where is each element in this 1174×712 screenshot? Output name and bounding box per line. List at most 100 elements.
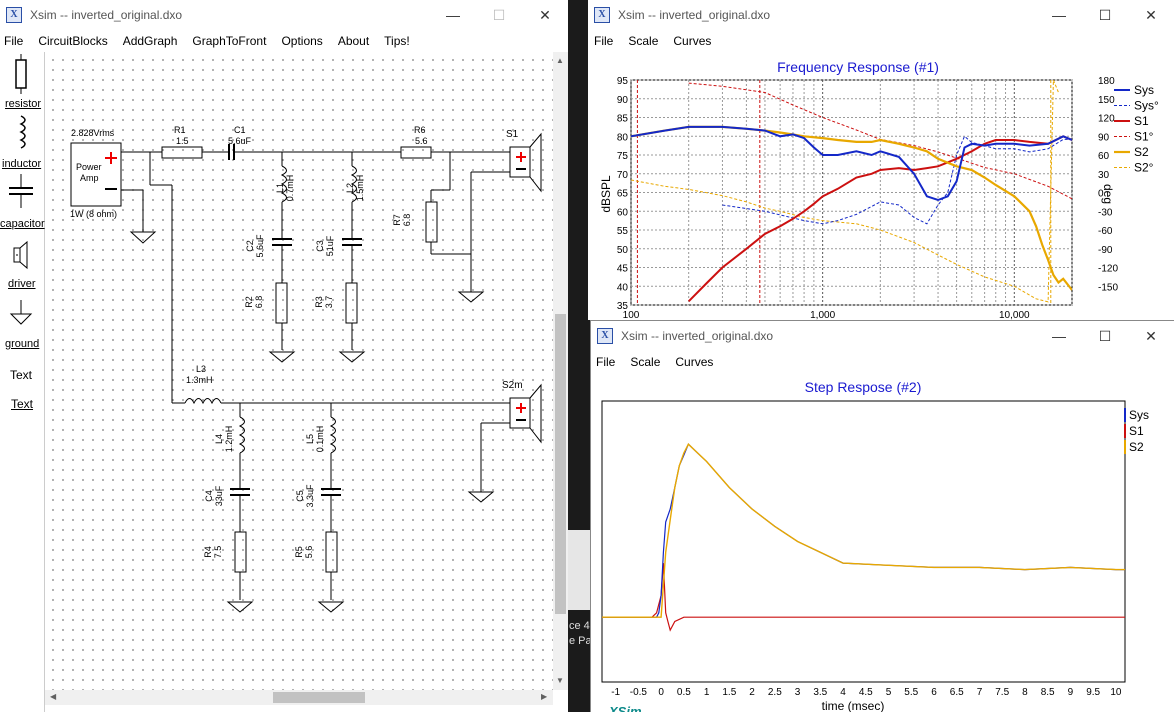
c2-value: 5.6uF bbox=[255, 234, 265, 258]
ground-2 bbox=[268, 351, 296, 363]
schematic-canvas[interactable]: 2.828Vrms Power Amp 1W (8 ohm) R1 1.5 C1… bbox=[45, 52, 553, 690]
step-x-tick: -1 bbox=[611, 687, 620, 698]
freq-window-title: Xsim -- inverted_original.dxo bbox=[618, 8, 771, 22]
menu-about[interactable]: About bbox=[337, 34, 370, 48]
freq-y-right-tick: 60 bbox=[1098, 151, 1110, 162]
vertical-scrollbar[interactable]: ▲ ▼ bbox=[553, 52, 568, 690]
scroll-right-arrow[interactable]: ▶ bbox=[541, 692, 548, 701]
ground-icon[interactable] bbox=[9, 300, 33, 325]
l4-value: 1.2mH bbox=[224, 425, 234, 453]
ground-6 bbox=[317, 601, 345, 613]
menu-graphtofront[interactable]: GraphToFront bbox=[192, 34, 267, 48]
c4-value: 33uF bbox=[214, 485, 224, 507]
r6-name: R6 bbox=[414, 125, 426, 135]
minimize-button[interactable]: — bbox=[1052, 328, 1066, 344]
step-titlebar[interactable]: X Xsim -- inverted_original.dxo — ☐ ✕ bbox=[591, 321, 1174, 351]
freq-y-right-tick: 0 bbox=[1098, 189, 1104, 200]
l2-symbol bbox=[350, 165, 357, 203]
palette-label-resistor[interactable]: resistor bbox=[5, 98, 42, 110]
l4-name: L4 bbox=[214, 434, 224, 445]
ground-7 bbox=[467, 491, 495, 503]
menu-scale[interactable]: Scale bbox=[628, 34, 659, 48]
step-legend-label: S1 bbox=[1129, 424, 1144, 438]
minimize-button[interactable]: — bbox=[446, 7, 460, 23]
circuit-window[interactable]: X Xsim -- inverted_original.dxo — ☐ ✕ Fi… bbox=[0, 0, 568, 712]
step-x-label: time (msec) bbox=[822, 699, 885, 712]
r4-symbol bbox=[234, 531, 247, 573]
step-x-tick: -0.5 bbox=[630, 687, 648, 698]
frequency-response-chart[interactable]: Frequency Response (#1) 9590858075706560… bbox=[588, 52, 1174, 320]
l1-name: L1 bbox=[275, 183, 285, 194]
background-window bbox=[568, 530, 592, 610]
palette-icons bbox=[9, 54, 33, 325]
scroll-left-arrow[interactable]: ◀ bbox=[50, 692, 57, 701]
scroll-down-arrow[interactable]: ▼ bbox=[556, 676, 564, 685]
ground-1 bbox=[129, 231, 157, 244]
vertical-scroll-thumb[interactable] bbox=[555, 314, 566, 614]
step-x-tick: 1 bbox=[704, 687, 710, 698]
horizontal-scroll-thumb[interactable] bbox=[273, 692, 365, 703]
menu-options[interactable]: Options bbox=[281, 34, 323, 48]
maximize-button[interactable]: ☐ bbox=[492, 6, 506, 23]
freq-x-tick: 100 bbox=[623, 310, 640, 320]
power-amp-rating: 1W (8 ohm) bbox=[70, 209, 118, 219]
capacitor-icon[interactable] bbox=[9, 174, 33, 208]
freq-y-left-tick: 65 bbox=[617, 189, 629, 200]
freq-titlebar[interactable]: X Xsim -- inverted_original.dxo — ☐ ✕ bbox=[588, 0, 1174, 30]
freq-y-right-tick: -90 bbox=[1098, 245, 1113, 256]
palette-text-tool[interactable]: Text bbox=[10, 368, 33, 382]
background-text-1: ce 4 bbox=[569, 620, 590, 632]
circuit-titlebar[interactable]: X Xsim -- inverted_original.dxo — ☐ ✕ bbox=[0, 0, 568, 30]
close-button[interactable]: ✕ bbox=[539, 6, 551, 23]
palette-label-inductor[interactable]: inductor bbox=[2, 158, 42, 170]
step-x-tick: 7.5 bbox=[995, 687, 1009, 698]
power-amp-label-1: Power bbox=[76, 162, 102, 172]
step-legend-label: Sys bbox=[1129, 408, 1149, 422]
freq-x-tick: 1,000 bbox=[810, 310, 835, 320]
menu-file[interactable]: File bbox=[4, 34, 24, 48]
r5-name: R5 bbox=[294, 546, 304, 558]
menu-tips[interactable]: Tips! bbox=[384, 34, 410, 48]
freq-window[interactable]: X Xsim -- inverted_original.dxo — ☐ ✕ Fi… bbox=[588, 0, 1174, 320]
driver-icon[interactable] bbox=[13, 240, 28, 270]
menu-curves[interactable]: Curves bbox=[675, 355, 714, 369]
menu-file[interactable]: File bbox=[596, 355, 616, 369]
maximize-button[interactable]: ☐ bbox=[1098, 327, 1112, 344]
scroll-up-arrow[interactable]: ▲ bbox=[556, 56, 564, 65]
horizontal-scrollbar[interactable]: ◀ ▶ bbox=[45, 690, 553, 705]
step-window[interactable]: X Xsim -- inverted_original.dxo — ☐ ✕ Fi… bbox=[590, 320, 1174, 712]
freq-y-left-label: dBSPL bbox=[599, 175, 613, 213]
r3-symbol bbox=[345, 282, 358, 324]
palette-label-text[interactable]: Text bbox=[11, 397, 34, 411]
inductor-icon[interactable] bbox=[19, 115, 26, 149]
r6-value: 5.6 bbox=[415, 136, 428, 146]
menu-curves[interactable]: Curves bbox=[673, 34, 712, 48]
menu-addgraph[interactable]: AddGraph bbox=[122, 34, 178, 48]
close-button[interactable]: ✕ bbox=[1145, 6, 1157, 23]
r7-name: R7 bbox=[392, 214, 402, 226]
freq-y-left-tick: 40 bbox=[617, 282, 629, 293]
close-button[interactable]: ✕ bbox=[1145, 327, 1157, 344]
menu-scale[interactable]: Scale bbox=[630, 355, 661, 369]
palette-label-ground[interactable]: ground bbox=[5, 338, 40, 350]
palette-label-driver[interactable]: driver bbox=[8, 278, 36, 290]
r7-value: 6.8 bbox=[402, 213, 412, 227]
l1-symbol bbox=[280, 165, 287, 203]
palette-label-capacitor[interactable]: capacitor bbox=[0, 218, 45, 230]
maximize-button[interactable]: ☐ bbox=[1098, 6, 1112, 23]
step-x-tick: 0 bbox=[658, 687, 664, 698]
menu-circuitblocks[interactable]: CircuitBlocks bbox=[38, 34, 108, 48]
resistor-icon[interactable] bbox=[15, 54, 27, 94]
minimize-button[interactable]: — bbox=[1052, 7, 1066, 23]
freq-y-right-tick: 30 bbox=[1098, 170, 1110, 181]
menu-file[interactable]: File bbox=[594, 34, 614, 48]
l1-value: 0.7mH bbox=[285, 174, 295, 202]
